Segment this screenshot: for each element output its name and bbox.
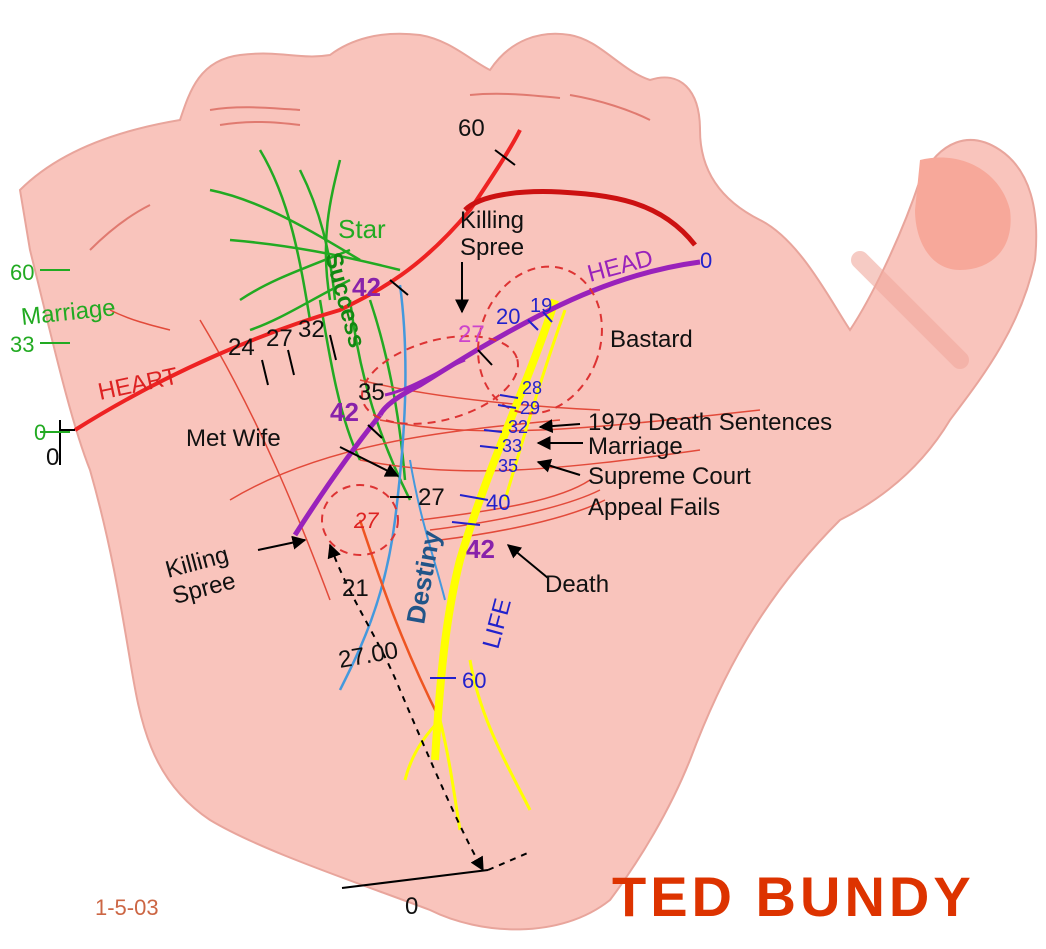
head-age-0: 0 — [700, 248, 712, 273]
killing-spree-top: Killing Spree — [460, 207, 531, 261]
heart-age-42: 42 — [352, 272, 381, 302]
title-label: TED BUNDY — [612, 865, 975, 928]
circle-age-27: 27 — [353, 508, 379, 533]
head-age-42: 42 — [330, 397, 359, 427]
marriage-tick-60: 60 — [10, 260, 34, 285]
life-age-32: 32 — [508, 417, 528, 437]
life-age-28: 28 — [522, 378, 542, 398]
life-age-35: 35 — [498, 456, 518, 476]
bastard-label: Bastard — [610, 326, 693, 353]
life-age-42: 42 — [466, 534, 495, 564]
killing-spree-top-line1: Killing — [460, 207, 524, 234]
marriage-tick-0: 0 — [34, 420, 46, 445]
appeal-fails-label: Appeal Fails — [588, 494, 720, 521]
heart-age-60: 60 — [458, 115, 485, 142]
hand-outline — [20, 34, 1036, 930]
destiny-age-0: 0 — [405, 893, 418, 920]
head-age-20: 20 — [496, 304, 520, 329]
heart-age-24: 24 — [228, 334, 255, 361]
palm-shape — [20, 34, 1036, 930]
date-label: 1-5-03 — [95, 895, 159, 920]
marriage-event-label: Marriage — [588, 433, 683, 460]
death-sentences-label: 1979 Death Sentences — [588, 409, 832, 436]
heart-age-27: 27 — [266, 325, 293, 352]
killing-spree-top-line2: Spree — [460, 234, 524, 261]
life-age-33: 33 — [502, 436, 522, 456]
side-zero: 0 — [46, 444, 59, 471]
heart-age-32: 32 — [298, 316, 325, 343]
star-label: Star — [338, 214, 386, 244]
life-age-60: 60 — [462, 668, 486, 693]
life-age-29: 29 — [520, 398, 540, 418]
supreme-court-label: Supreme Court — [588, 463, 751, 490]
met-wife-label: Met Wife — [186, 425, 281, 452]
head-age-35: 35 — [358, 379, 385, 406]
head-age-27: 27 — [458, 321, 485, 348]
destiny-age-27: 27 — [418, 484, 445, 511]
life-age-40: 40 — [486, 490, 510, 515]
marriage-tick-33: 33 — [10, 332, 34, 357]
destiny-age-21: 21 — [342, 575, 369, 602]
death-label: Death — [545, 571, 609, 598]
head-age-19: 19 — [530, 295, 552, 317]
